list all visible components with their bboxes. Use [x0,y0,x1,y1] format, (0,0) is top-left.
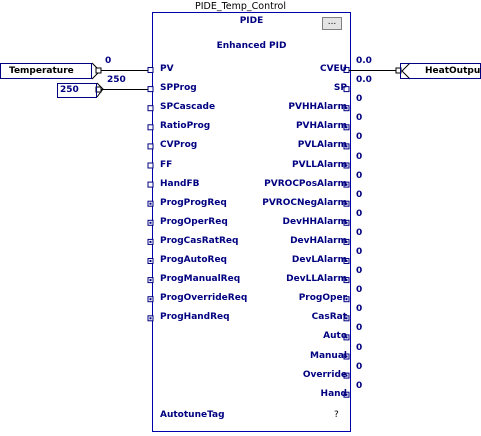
output-value-pvrocposalarm: 0 [356,170,363,181]
output-value-pvhalarm: 0 [356,113,363,124]
tag-arrow-heatoutput [401,62,411,80]
output-value-pvlalarm: 0 [356,132,363,143]
output-connector-dot [345,374,348,377]
input-value-spprog: 250 [107,75,126,86]
output-pin-pvllalarm[interactable]: PVLLAlarm [292,159,347,170]
input-pin-handfb[interactable]: HandFB [160,178,200,189]
output-pin-devhalarm[interactable]: DevHAlarm [290,235,347,246]
output-connector-dot [345,145,348,148]
output-pin-pvhalarm[interactable]: PVHAlarm [295,121,347,132]
output-pin-progoper[interactable]: ProgOper [298,293,347,304]
input-pin-progautoreq[interactable]: ProgAutoReq [160,255,227,265]
input-pin-progoperreq[interactable]: ProgOperReq [160,216,228,227]
output-pin-cveu[interactable]: CVEU [319,64,347,74]
input-connector-dot [149,221,152,224]
input-pin-progoverridereq[interactable]: ProgOverrideReq [160,293,248,304]
output-value-cveu: 0.0 [356,56,372,66]
input-pin-spprog[interactable]: SPProg [160,83,197,94]
input-connector [147,124,154,131]
input-tag-temperature[interactable]: Temperature [0,63,92,79]
output-value-devhhalarm: 0 [356,208,363,219]
output-pin-manual[interactable]: Manual [309,350,347,361]
output-connector-dot [345,298,348,301]
block-description: Enhanced PID [216,41,287,51]
output-value-devlalarm: 0 [356,247,363,257]
output-pin-pvhhalarm[interactable]: PVHHAlarm [288,102,347,113]
output-connector-dot [345,126,348,129]
input-connector [147,162,154,169]
output-connector-dot [345,221,348,224]
input-connector [147,105,154,112]
input-connector-dot [149,202,152,205]
output-pin-casrat[interactable]: CasRat [311,312,347,323]
input-connector [147,181,154,188]
output-value-devhalarm: 0 [356,227,363,238]
wire-endpoint [395,67,402,74]
output-pin-devlalarm[interactable]: DevLAlarm [291,255,347,265]
input-pin-progmanualreq[interactable]: ProgManualReq [160,274,241,285]
output-connector-dot [345,107,348,110]
input-connector [147,143,154,150]
output-value-pvllalarm: 0 [356,151,363,162]
block-instance-name: PIDE_Temp_Control [194,1,286,12]
output-pin-pvlalarm[interactable]: PVLAlarm [297,140,347,151]
output-connector-dot [345,202,348,205]
input-value-sp[interactable]: 250 [57,83,97,98]
autotune-tag-label: AutotuneTag [160,410,225,420]
output-pin-hand[interactable]: Hand [320,388,347,399]
output-tag-heatoutput[interactable]: HeatOutput [400,63,481,79]
output-pin-sp[interactable]: SP [333,83,347,94]
output-value-hand: 0 [356,380,363,391]
output-value-pvrocnegalarm: 0 [356,189,363,200]
output-connector-dot [345,355,348,358]
input-connector [147,67,154,73]
input-pin-ratioprog[interactable]: RatioProg [160,121,211,132]
output-value-override: 0 [356,361,363,372]
input-value-pv: 0 [105,56,112,66]
input-pin-progcasratreq[interactable]: ProgCasRatReq [160,235,239,246]
input-pin-cvprog[interactable]: CVProg [160,140,198,151]
input-connector [147,86,154,93]
output-value-devllalarm: 0 [356,266,363,277]
output-value-casrat: 0 [356,304,363,315]
output-connector-dot [345,336,348,339]
output-value-manual: 0 [356,342,363,353]
output-pin-pvrocposalarm[interactable]: PVROCPosAlarm [264,178,347,189]
input-pin-proghandreq[interactable]: ProgHandReq [160,312,230,323]
output-connector-dot [345,240,348,243]
output-pin-override[interactable]: Override [302,369,347,380]
output-pin-auto[interactable]: Auto [323,331,347,342]
output-connector-dot [345,260,348,262]
input-pin-spcascade[interactable]: SPCascade [160,102,216,113]
autotune-tag-value[interactable]: ? [334,410,339,420]
output-value-progoper: 0 [356,285,363,296]
output-connector [343,86,350,93]
output-connector-dot [345,317,348,320]
input-pin-pv[interactable]: PV [160,64,174,74]
output-connector-dot [345,279,348,282]
input-connector-dot [149,279,152,282]
block-type-label: PIDE [239,16,264,26]
output-value-pvhhalarm: 0 [356,94,363,105]
output-connector-dot [345,393,348,396]
output-connector-dot [345,164,348,167]
input-pin-ff[interactable]: FF [160,159,173,170]
output-pin-pvrocnegalarm[interactable]: PVROCNegAlarm [262,197,347,208]
input-connector-dot [149,298,152,301]
input-connector-dot [149,260,152,262]
output-connector-dot [345,183,348,186]
output-pin-devhhalarm[interactable]: DevHHAlarm [282,216,347,227]
output-pin-devllalarm[interactable]: DevLLAlarm [286,274,347,285]
output-value-auto: 0 [356,323,363,334]
input-pin-progprogreq[interactable]: ProgProgReq [160,197,227,208]
block-properties-button[interactable]: ... [322,17,342,30]
input-connector-dot [149,240,152,243]
wire-endpoint [95,67,102,74]
input-connector-dot [149,317,152,320]
output-value-sp: 0.0 [356,75,372,86]
